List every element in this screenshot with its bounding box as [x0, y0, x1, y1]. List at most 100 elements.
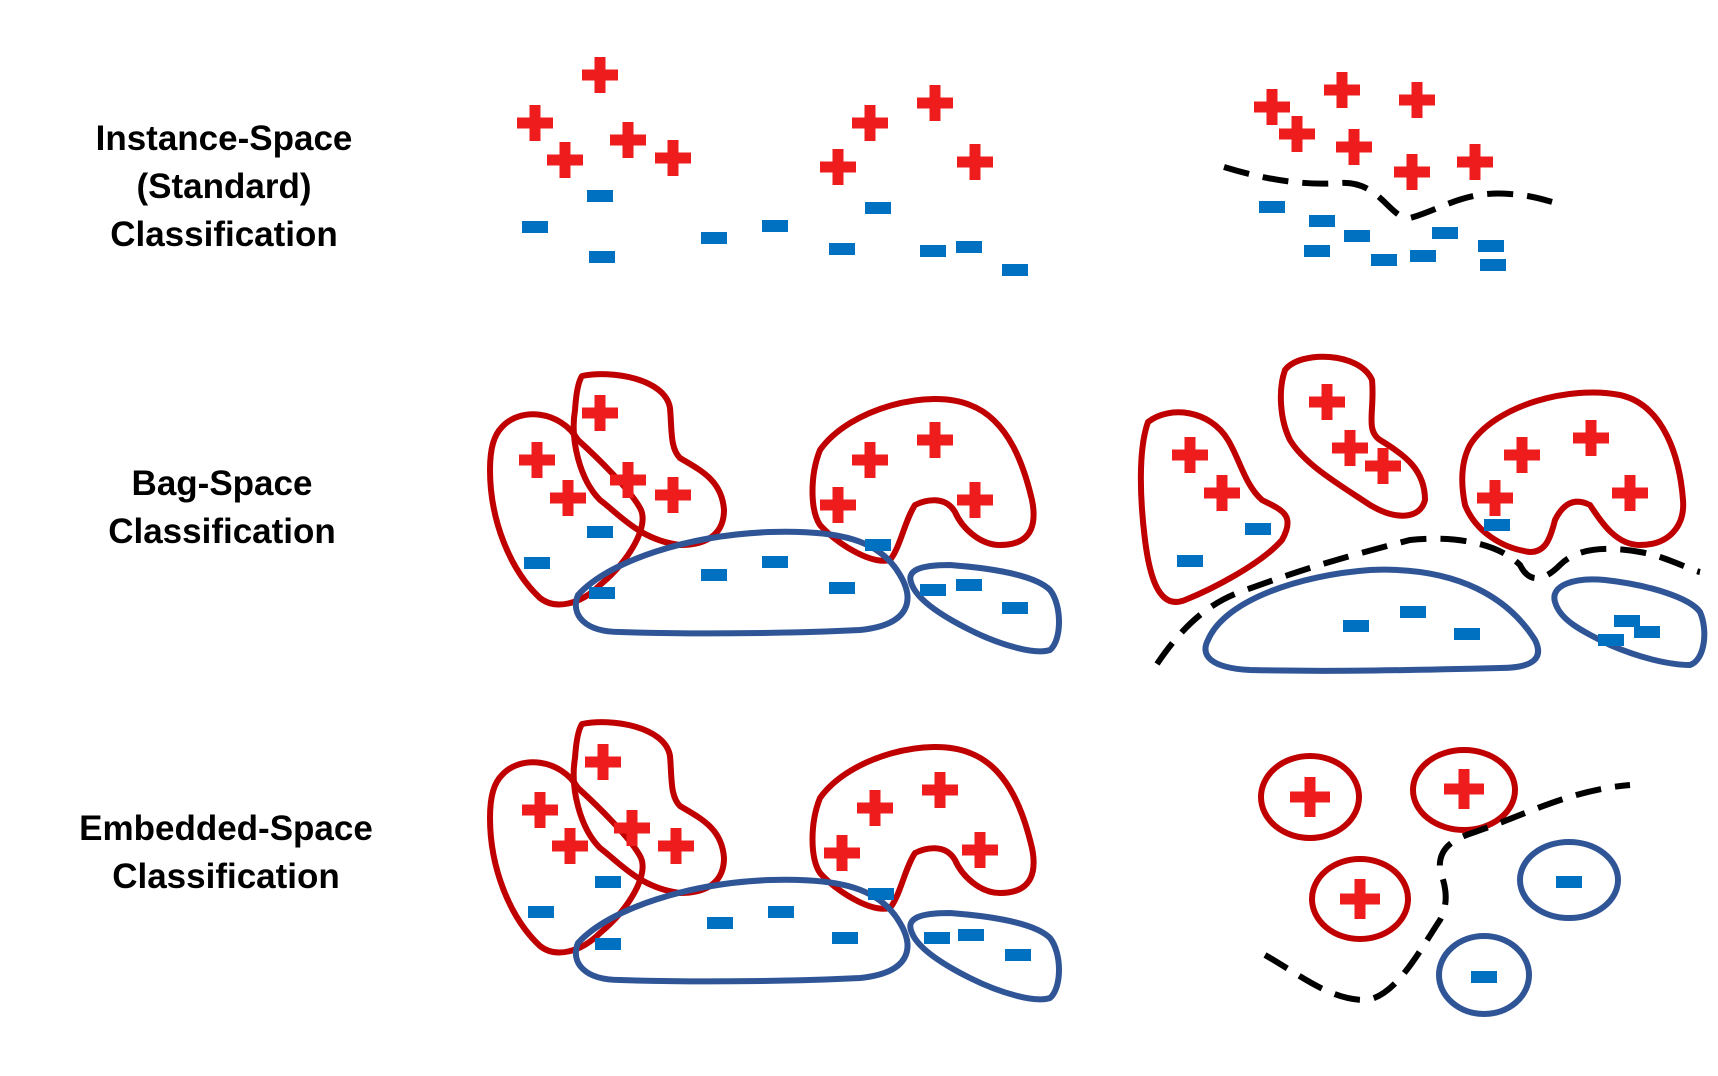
negative-instance-mark [524, 557, 550, 569]
positive-instance-mark [655, 477, 691, 513]
positive-instance-mark [1254, 89, 1290, 125]
positive-bag-outline [809, 744, 1037, 912]
negative-instance-mark [595, 876, 621, 888]
negative-instance-mark [1410, 250, 1436, 262]
positive-instance-mark [1444, 769, 1484, 809]
negative-instance-mark [768, 906, 794, 918]
negative-instance-mark [522, 221, 548, 233]
positive-instance-mark [1290, 777, 1330, 817]
label-line: Classification [112, 857, 340, 896]
negative-instance-mark [1002, 264, 1028, 276]
negative-instance-mark [868, 888, 894, 900]
negative-instance-mark [707, 917, 733, 929]
positive-instance-mark [1504, 437, 1540, 473]
negative-instance-mark [1484, 519, 1510, 531]
negative-instance-mark [1371, 254, 1397, 266]
positive-bag-outline [487, 759, 646, 956]
positive-bag-outline [1137, 409, 1291, 605]
negative-bag-outline [1202, 566, 1542, 674]
negative-instance-mark [1400, 606, 1426, 618]
positive-instance-mark [917, 85, 953, 121]
positive-instance-mark [585, 744, 621, 780]
positive-instance-mark [852, 105, 888, 141]
negative-bag-outline [907, 910, 1062, 1003]
negative-instance-mark [956, 241, 982, 253]
positive-bag-outline [1459, 389, 1687, 555]
positive-bag-embedding [1410, 747, 1518, 833]
positive-instance-mark [517, 105, 553, 141]
positive-instance-mark [1457, 144, 1493, 180]
positive-instance-mark [1332, 430, 1368, 466]
negative-bag-outline [907, 562, 1062, 655]
positive-instance-mark [522, 792, 558, 828]
positive-instance-mark [957, 482, 993, 518]
negative-instance-mark [701, 569, 727, 581]
positive-bag-outline [809, 396, 1037, 564]
negative-instance-mark [701, 232, 727, 244]
positive-instance-mark [550, 480, 586, 516]
positive-instance-mark [1336, 129, 1372, 165]
negative-instance-mark [762, 220, 788, 232]
positive-instance-mark [655, 140, 691, 176]
label-line: Classification [108, 512, 336, 551]
positive-instance-mark [917, 422, 953, 458]
negative-instance-mark [1344, 230, 1370, 242]
positive-instance-mark [610, 462, 646, 498]
instance-marks [517, 57, 1660, 983]
negative-instance-mark [920, 245, 946, 257]
negative-instance-mark [956, 579, 982, 591]
negative-instance-mark [1002, 602, 1028, 614]
negative-instance-mark [1471, 971, 1497, 983]
row-label-bag-space: Bag-Space Classification [2, 460, 442, 556]
negative-instance-mark [1598, 634, 1624, 646]
negative-bag-embedding [1436, 933, 1532, 1017]
positive-instance-mark [820, 149, 856, 185]
positive-instance-mark [1204, 475, 1240, 511]
positive-instance-mark [1172, 437, 1208, 473]
positive-instance-mark [582, 57, 618, 93]
label-line: Bag-Space [131, 464, 313, 503]
positive-bag-outline [1277, 353, 1428, 519]
negative-instance-mark [865, 539, 891, 551]
positive-instance-mark [1340, 879, 1380, 919]
decision-boundaries [1154, 164, 1701, 1004]
positive-instance-mark [1279, 116, 1315, 152]
decision-boundary [1154, 535, 1701, 666]
positive-instance-mark [519, 442, 555, 478]
negative-instance-mark [1304, 245, 1330, 257]
positive-instance-mark [658, 828, 694, 864]
positive-instance-mark [1394, 154, 1430, 190]
label-line: Embedded-Space [79, 809, 373, 848]
negative-instance-mark [832, 932, 858, 944]
positive-instance-mark [1324, 72, 1360, 108]
row-label-embedded-space: Embedded-Space Classification [6, 805, 446, 901]
positive-instance-mark [1365, 448, 1401, 484]
positive-instance-mark [1309, 384, 1345, 420]
negative-instance-mark [1634, 626, 1660, 638]
positive-instance-mark [610, 122, 646, 158]
negative-instance-mark [865, 202, 891, 214]
positive-instance-mark [957, 144, 993, 180]
positive-instance-mark [1477, 480, 1513, 516]
negative-instance-mark [1309, 215, 1335, 227]
positive-bag-embedding [1258, 753, 1362, 841]
negative-instance-mark [1454, 628, 1480, 640]
negative-instance-mark [924, 932, 950, 944]
negative-instance-mark [1245, 523, 1271, 535]
negative-instance-mark [1480, 259, 1506, 271]
negative-instance-mark [1614, 615, 1640, 627]
positive-instance-mark [852, 442, 888, 478]
negative-bag-embedding [1517, 839, 1621, 921]
positive-instance-mark [614, 810, 650, 846]
label-line: (Standard) [136, 167, 312, 206]
positive-instance-mark [962, 832, 998, 868]
bag-outlines [487, 353, 1708, 1017]
negative-instance-mark [1556, 876, 1582, 888]
negative-instance-mark [958, 929, 984, 941]
positive-instance-mark [922, 772, 958, 808]
positive-instance-mark [1573, 420, 1609, 456]
negative-instance-mark [589, 587, 615, 599]
negative-instance-mark [587, 526, 613, 538]
